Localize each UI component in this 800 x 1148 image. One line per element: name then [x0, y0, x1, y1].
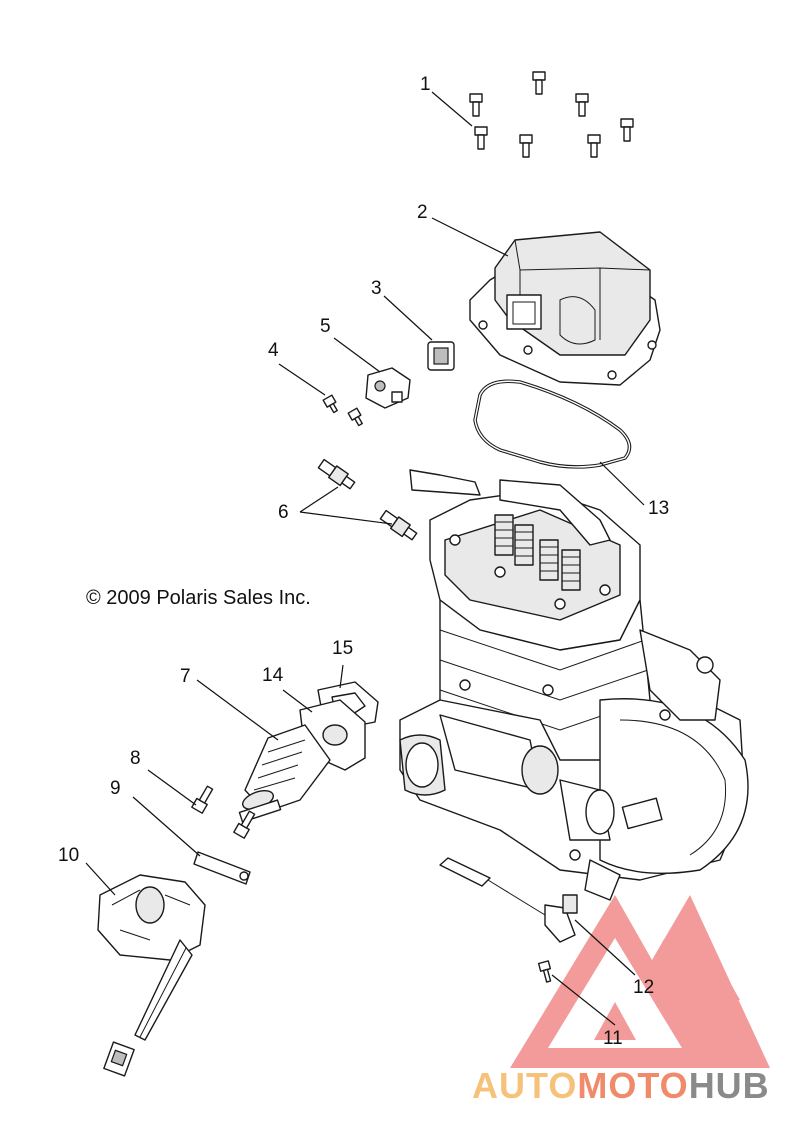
- watermark-logo: AUTOMOTOHUB: [472, 1065, 770, 1106]
- sensor-part-5: [365, 367, 411, 409]
- spark-plugs-part-6: [317, 458, 418, 541]
- valve-cover-gasket-part-13: [473, 379, 632, 469]
- callout-14: 14: [262, 665, 284, 686]
- bolts-part-1: [469, 71, 634, 158]
- pin-part-9: [193, 851, 251, 885]
- screws-part-4: [322, 394, 363, 427]
- sensor-cable-part-12: [439, 857, 578, 943]
- callout-10: 10: [58, 845, 79, 866]
- engine-assembly: [399, 469, 749, 901]
- callout-7: 7: [180, 666, 191, 687]
- watermark-auto: AUTO: [472, 1065, 577, 1106]
- callout-3: 3: [371, 278, 382, 299]
- watermark-triangle: [510, 895, 770, 1068]
- svg-text:AUTOMOTOHUB: AUTOMOTOHUB: [472, 1065, 770, 1106]
- screw-part-11: [537, 960, 552, 983]
- callout-9: 9: [110, 778, 121, 799]
- valve-springs: [494, 514, 581, 591]
- watermark-moto: MOTO: [577, 1065, 688, 1106]
- callout-8: 8: [130, 748, 141, 769]
- bolts-part-8: [191, 785, 256, 839]
- callout-5: 5: [320, 316, 331, 337]
- callout-15: 15: [332, 638, 353, 659]
- valve-cover-part-2: [469, 231, 661, 386]
- callout-13: 13: [648, 498, 669, 519]
- grommet-part-3: [427, 341, 455, 371]
- callout-4: 4: [268, 340, 279, 361]
- leader-lines: [85, 91, 645, 1026]
- callout-labels: 1 2 3 4 5 6 7 8 9 10 11 12 13 14 15: [58, 74, 669, 1049]
- callout-1: 1: [420, 74, 431, 95]
- callout-2: 2: [417, 202, 428, 223]
- copyright-text: © 2009 Polaris Sales Inc.: [86, 587, 311, 609]
- callout-6: 6: [278, 502, 289, 523]
- callout-11: 11: [603, 1028, 623, 1049]
- throttle-body-part-10: [97, 874, 206, 1077]
- callout-12: 12: [633, 977, 654, 998]
- watermark-hub: HUB: [689, 1065, 770, 1106]
